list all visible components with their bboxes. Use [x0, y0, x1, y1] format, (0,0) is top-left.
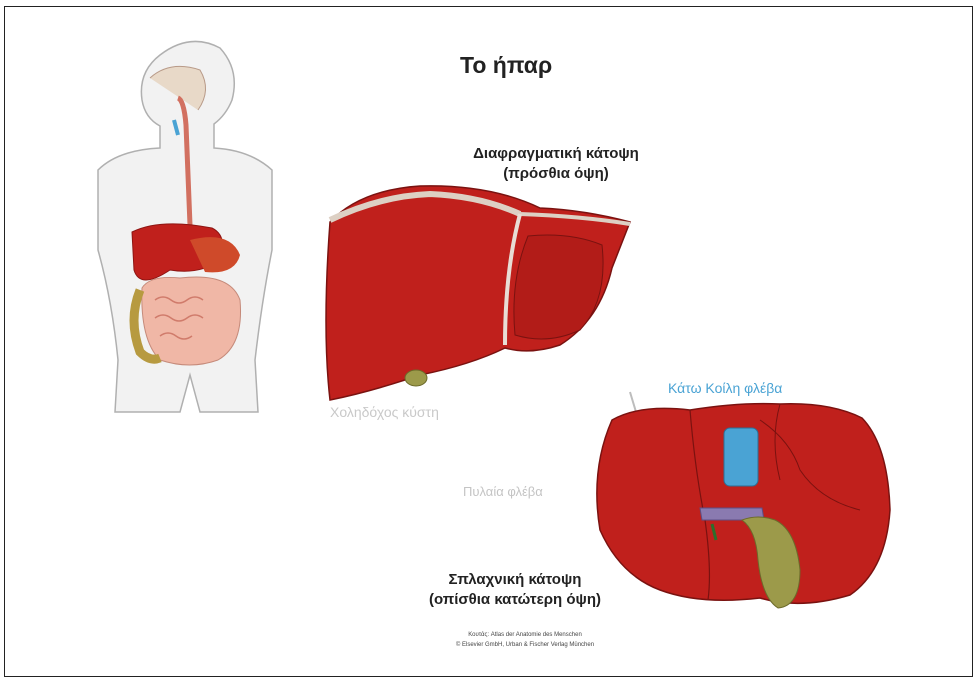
source-credit: Κουτάς: Atlas der Anatomie des Menschen …	[400, 630, 650, 650]
diaphragmatic-view-label-line2: (πρόσθια όψη)	[436, 164, 676, 184]
visceral-view-label: Σπλαχνική κάτοψη (οπίσθια κατώτερη όψη)	[390, 570, 640, 610]
page-title: Το ήπαρ	[460, 52, 552, 79]
liver-diaphragmatic-view	[326, 186, 630, 400]
source-credit-line2: © Elsevier GmbH, Urban & Fischer Verlag …	[400, 640, 650, 650]
diaphragmatic-view-label: Διαφραγματική κάτοψη (πρόσθια όψη)	[436, 144, 676, 184]
diaphragmatic-view-label-line1: Διαφραγματική κάτοψη	[436, 144, 676, 164]
liver-visceral-view	[597, 392, 890, 608]
inferior-vena-cava-annotation: Κάτω Κοίλη φλέβα	[668, 380, 782, 396]
body-figure	[98, 41, 272, 412]
portal-vein-annotation: Πυλαία φλέβα	[463, 484, 543, 499]
visceral-view-label-line1: Σπλαχνική κάτοψη	[390, 570, 640, 590]
visceral-view-label-line2: (οπίσθια κατώτερη όψη)	[390, 590, 640, 610]
source-credit-line1: Κουτάς: Atlas der Anatomie des Menschen	[400, 630, 650, 640]
gallbladder-annotation: Χοληδόχος κύστη	[330, 404, 439, 420]
